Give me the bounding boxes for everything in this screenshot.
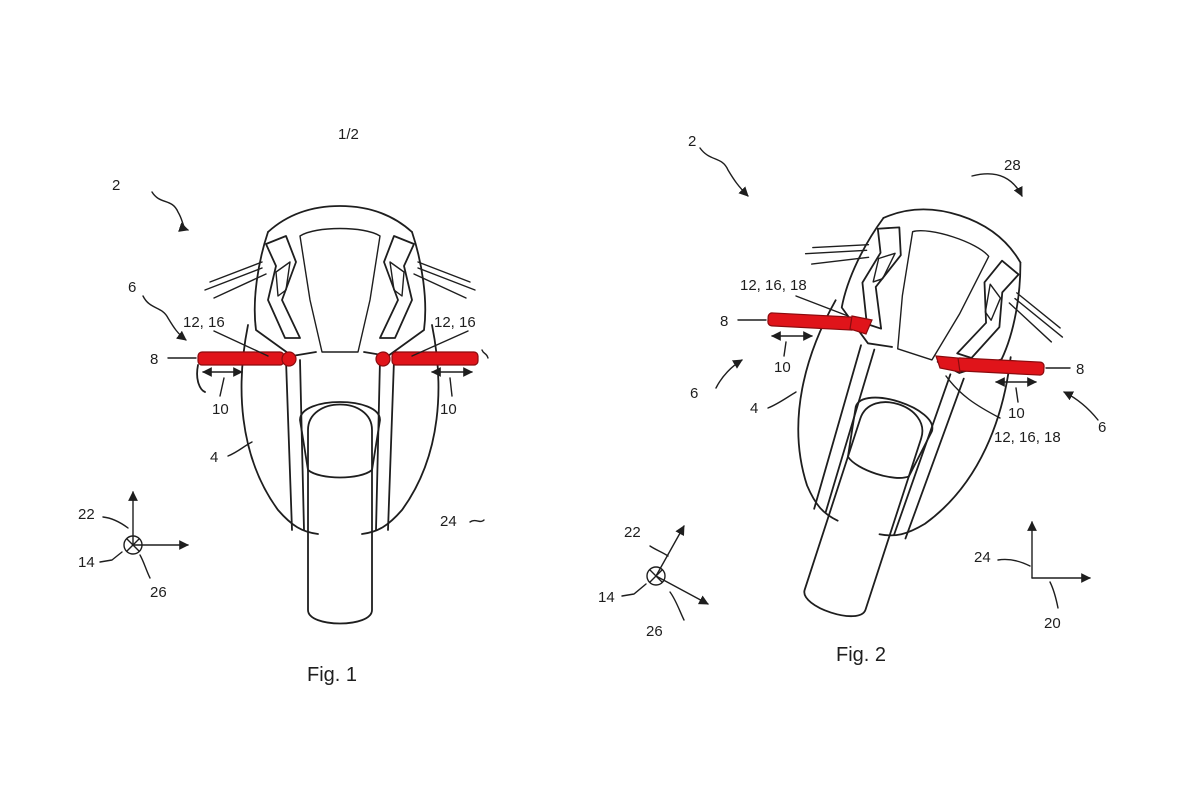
fig2-left-pivot <box>849 315 873 335</box>
fig2-label-aero-left: 6 <box>690 385 698 402</box>
fig1-leader-aero <box>142 295 187 341</box>
fig1-left-pivot <box>281 351 297 367</box>
figure-2: 2 28 12, 16, 18 8 10 6 4 8 10 12, 16, 18… <box>598 133 1106 666</box>
fig2-axis-right-arrow <box>655 575 709 605</box>
fig1-coordinate-system: 22 14 26 <box>78 491 189 601</box>
fig2-global-coordinate-system: 24 20 <box>974 521 1091 632</box>
fig2-left-winglet <box>767 312 857 331</box>
fig2-label-axis-right: 26 <box>646 623 663 640</box>
fig1-right-winglet <box>391 351 479 366</box>
fig1-label-pivot-right: 12, 16 <box>434 314 476 331</box>
fig1-leader-vehicle <box>151 191 189 232</box>
fig1-leader-pivot-left <box>213 330 269 357</box>
fig2-label-vehicle: 2 <box>688 133 696 150</box>
fig1-label-body: 4 <box>210 449 218 466</box>
fig2-label-pivot-left: 12, 16, 18 <box>740 277 807 294</box>
fig1-label-movement-right: 10 <box>440 401 457 418</box>
fig2-label-axis-out: 14 <box>598 589 615 606</box>
fig1-label-direction: 24 <box>440 513 457 530</box>
fig2-label-global-right: 20 <box>1044 615 1061 632</box>
fig1-label-movement-left: 10 <box>212 401 229 418</box>
fig2-leader-aero-left <box>715 359 743 389</box>
fig1-axis-out-symbol <box>123 535 143 555</box>
fig2-leader-26 <box>669 591 685 621</box>
fig2-leader-aero-right <box>1063 391 1099 421</box>
fig2-leader-body <box>767 391 797 409</box>
fig2-leader-24 <box>997 558 1031 567</box>
fig1-label-axis-out: 14 <box>78 554 95 571</box>
sheet-number: 1/2 <box>338 126 359 143</box>
fig1-left-winglet <box>197 351 285 366</box>
fig2-leader-10-left <box>783 341 787 357</box>
fig2-leader-pivot-right <box>945 375 1001 419</box>
fig2-leader-20 <box>1049 581 1059 609</box>
fig1-leader-24 <box>469 519 485 523</box>
fig2-label-pivot-right: 12, 16, 18 <box>994 429 1061 446</box>
fig2-label-wing-right: 8 <box>1076 361 1084 378</box>
fig2-label-movement-right: 10 <box>1008 405 1025 422</box>
fig2-label-aero-right: 6 <box>1098 419 1106 436</box>
fig1-leader-body <box>227 441 253 457</box>
fig1-motorcycle-front-view <box>204 205 476 625</box>
fig1-label-axis-right: 26 <box>150 584 167 601</box>
fig1-label-aero-device: 6 <box>128 279 136 296</box>
fig1-edge-mark <box>481 349 489 359</box>
fig2-leader-vehicle <box>699 147 749 197</box>
fig1-label-wing: 8 <box>150 351 158 368</box>
fig2-motorcycle-leaning-view <box>797 208 1064 618</box>
fig1-right-pivot <box>375 351 391 367</box>
fig2-label-global-up: 24 <box>974 549 991 566</box>
fig2-label-wing-left: 8 <box>720 313 728 330</box>
fig2-leader-22 <box>649 545 669 557</box>
fig2-label-movement-left: 10 <box>774 359 791 376</box>
fig1-caption: Fig. 1 <box>307 664 357 686</box>
fig2-label-lean: 28 <box>1004 157 1021 174</box>
fig2-local-coordinate-system: 22 14 26 <box>598 524 709 640</box>
fig1-label-axis-up: 22 <box>78 506 95 523</box>
fig2-leader-10-right <box>1015 387 1019 403</box>
fig1-leader-10-right <box>449 377 453 397</box>
fig1-right-edge-stroke <box>196 364 206 393</box>
fig1-leader-22 <box>102 516 129 529</box>
fig2-axis-out-symbol <box>646 566 666 586</box>
fig2-leader-14 <box>621 583 647 597</box>
fig2-right-winglet <box>955 357 1045 376</box>
fig2-leader-pivot-left <box>795 295 849 317</box>
fig1-leader-10-left <box>219 377 225 397</box>
figure-1: 2 6 8 12, 16 12, 16 10 10 4 24 22 14 26 … <box>78 177 489 686</box>
fig1-label-pivot-left: 12, 16 <box>183 314 225 331</box>
fig1-leader-pivot-right <box>411 330 469 357</box>
fig2-label-axis-up: 22 <box>624 524 641 541</box>
fig2-label-body: 4 <box>750 400 758 417</box>
fig2-right-pivot <box>935 355 961 373</box>
fig1-leader-26 <box>139 554 151 579</box>
fig2-lean-arrow <box>971 173 1023 197</box>
fig1-label-vehicle: 2 <box>112 177 120 194</box>
fig2-caption: Fig. 2 <box>836 644 886 666</box>
fig1-leader-14 <box>99 551 123 563</box>
